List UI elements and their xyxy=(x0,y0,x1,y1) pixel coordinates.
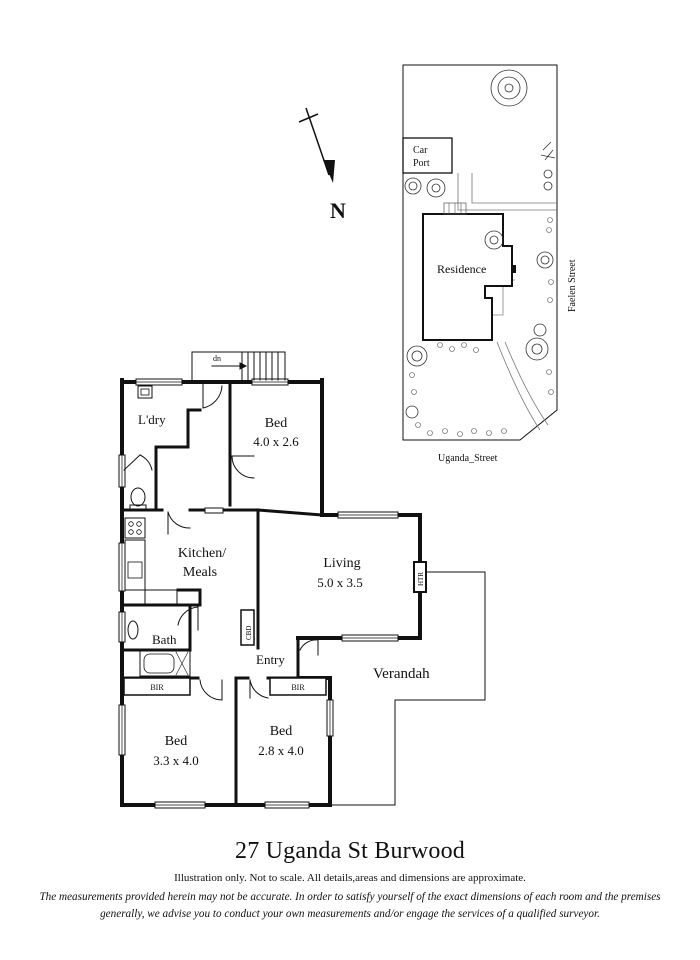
floor-plan-diagram: N Car Port Residence xyxy=(118,64,578,809)
htr-label: HTR xyxy=(417,572,425,586)
laundry-label: L'dry xyxy=(138,412,166,427)
residence-label: Residence xyxy=(437,262,486,276)
room-labels: L'dry Bed 4.0 x 2.6 dn Kitchen/ Meals Li… xyxy=(138,354,430,768)
floor-plan xyxy=(118,351,486,809)
kitchen-label-1: Kitchen/ xyxy=(178,546,226,561)
site-boundary xyxy=(402,64,558,441)
stair-label: dn xyxy=(213,354,221,363)
entry-label: Entry xyxy=(256,652,285,667)
bed1-size: 4.0 x 2.6 xyxy=(253,434,299,449)
car-port-label-2: Port xyxy=(413,158,430,169)
north-label: N xyxy=(330,198,346,223)
living-size: 5.0 x 3.5 xyxy=(317,575,363,590)
residence-outline xyxy=(422,213,513,341)
site-plan: Car Port Residence xyxy=(402,64,578,464)
disclaimer-text: The measurements provided herein may not… xyxy=(39,891,661,920)
car-port xyxy=(402,137,453,174)
bed2-size: 3.3 x 4.0 xyxy=(153,753,199,768)
street-side-label: Faelen Street xyxy=(567,259,578,312)
verandah-outline xyxy=(329,571,486,806)
car-port-label-1: Car xyxy=(413,145,428,156)
bir-right-label: BIR xyxy=(291,683,305,692)
garden-shrubs xyxy=(409,217,554,437)
tree-icon xyxy=(404,69,554,419)
verandah-label: Verandah xyxy=(373,666,430,682)
property-title: 27 Uganda St Burwood xyxy=(235,838,465,864)
street-front-label: Uganda_Street xyxy=(438,453,498,464)
bath-label: Bath xyxy=(152,632,177,647)
illustration-note: Illustration only. Not to scale. All det… xyxy=(174,872,526,884)
north-compass: N xyxy=(298,107,346,223)
bed1-name: Bed xyxy=(265,416,288,431)
cbd-label: CBD xyxy=(245,626,253,640)
kitchen-label-2: Meals xyxy=(183,565,217,580)
bed2-name: Bed xyxy=(165,734,188,749)
living-name: Living xyxy=(323,556,360,571)
bir-left-label: BIR xyxy=(150,683,164,692)
bed3-size: 2.8 x 4.0 xyxy=(258,743,304,758)
bed3-name: Bed xyxy=(270,724,293,739)
